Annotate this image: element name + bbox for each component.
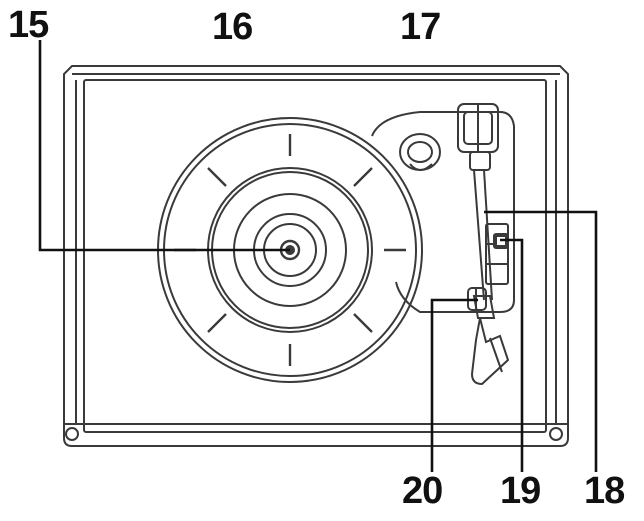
- leader-line-19: [500, 238, 524, 472]
- leader-line-20: [430, 298, 478, 472]
- callout-19: 19: [500, 470, 541, 512]
- callout-17: 17: [400, 6, 441, 48]
- speed-selector-knob: [399, 133, 441, 171]
- callout-18: 18: [584, 470, 625, 512]
- callout-20: 20: [402, 470, 443, 512]
- leader-line-15: [38, 40, 290, 252]
- callout-16: 16: [212, 6, 253, 48]
- callout-15: 15: [8, 4, 49, 46]
- plinth: [63, 65, 569, 447]
- leader-line-18: [484, 210, 598, 472]
- leader-lines: [38, 40, 598, 472]
- tonearm: [457, 103, 509, 301]
